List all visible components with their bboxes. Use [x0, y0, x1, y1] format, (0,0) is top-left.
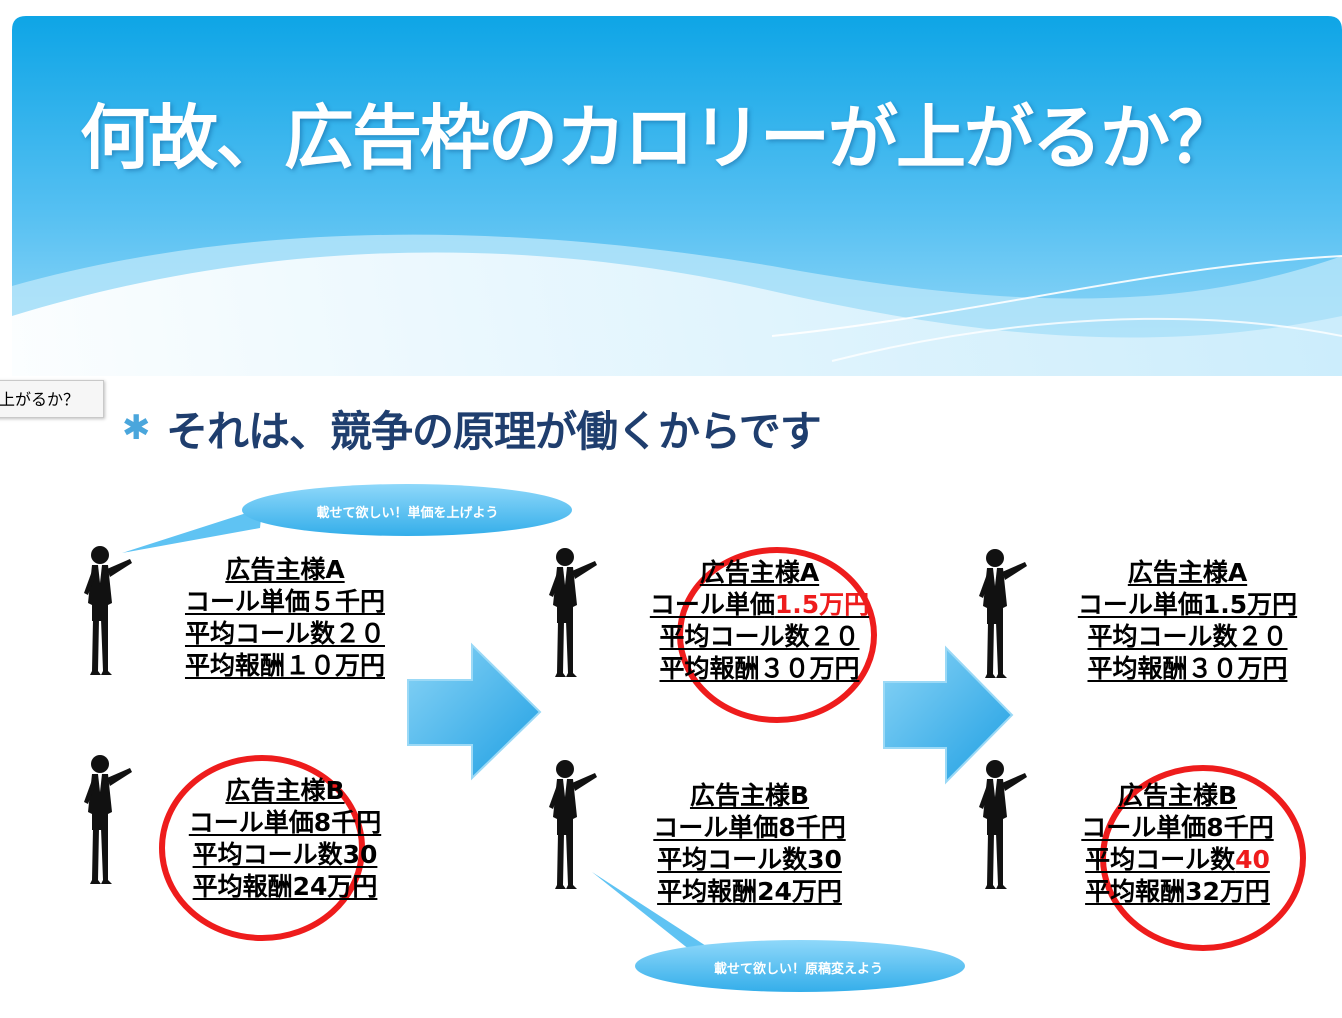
- advertiser-a-stage1: 広告主様A コール単価５千円 平均コール数２０ 平均報酬１０万円: [165, 554, 405, 682]
- banner-wave-white: [12, 252, 1342, 376]
- advertiser-name: 広告主様B: [225, 776, 345, 805]
- arrow-right-icon: [407, 642, 542, 781]
- advertiser-name: 広告主様B: [689, 781, 810, 810]
- bullet-text: それは、競争の原理が働くからです: [166, 407, 822, 456]
- banner-wave-line-1: [771, 255, 1342, 337]
- person-icon: [84, 755, 132, 884]
- speech-bubble-top: [122, 484, 572, 553]
- average-call-count: 平均コール数２０: [184, 619, 385, 648]
- advertiser-b-stage2: 広告主様B コール単価8千円 平均コール数30 平均報酬24万円: [632, 780, 867, 908]
- arrow-right-icon: [883, 645, 1014, 785]
- slide-title: 何故、広告枠のカロリーが上がるか？: [80, 96, 1238, 179]
- highlight-circle: [159, 755, 365, 941]
- call-unit-price: コール単価1.5万円: [632, 589, 887, 621]
- call-unit-price: コール単価1.5万円: [1077, 590, 1298, 619]
- advertiser-name: 広告主様B: [1117, 781, 1238, 810]
- advertiser-name: 広告主様A: [225, 555, 345, 584]
- average-call-count: 平均コール数30: [192, 840, 378, 869]
- call-unit-price: コール単価8千円: [1081, 813, 1274, 842]
- person-icon: [549, 760, 597, 889]
- banner-wave-line-2: [831, 317, 1342, 362]
- advertiser-name: 広告主様A: [1127, 558, 1248, 587]
- person-icon: [979, 760, 1027, 889]
- person-icon: [84, 546, 132, 675]
- average-reward: 平均報酬32万円: [1085, 877, 1270, 906]
- asterisk-bullet-icon: ✱: [122, 408, 151, 448]
- average-call-count-label: 平均コール数: [1085, 845, 1236, 874]
- highlight-circle: [1100, 765, 1306, 951]
- speech-bubble-bottom: [592, 872, 965, 992]
- average-reward: 平均報酬１０万円: [184, 651, 385, 680]
- average-reward: 平均報酬３０万円: [1087, 654, 1288, 683]
- average-call-count: 平均コール数２０: [1087, 622, 1288, 651]
- advertiser-b-stage1: 広告主様B コール単価8千円 平均コール数30 平均報酬24万円: [165, 775, 405, 903]
- call-unit-price: コール単価8千円: [188, 808, 382, 837]
- advertiser-name: 広告主様A: [699, 558, 820, 587]
- advertiser-a-stage2: 広告主様A コール単価1.5万円 平均コール数２０ 平均報酬３０万円: [632, 557, 887, 685]
- average-call-count: 平均コール数40: [1060, 844, 1295, 876]
- average-call-count: 平均コール数２０: [659, 622, 860, 651]
- call-unit-price-label: コール単価: [649, 590, 775, 619]
- advertiser-b-stage3: 広告主様B コール単価8千円 平均コール数40 平均報酬32万円: [1060, 780, 1295, 908]
- speech-bubble-top-text: 載せて欲しい！単価を上げよう: [316, 506, 499, 521]
- highlight-circle: [677, 547, 877, 723]
- average-reward: 平均報酬24万円: [657, 877, 842, 906]
- tooltip: 上がるか？: [0, 380, 104, 418]
- average-reward: 平均報酬３０万円: [659, 654, 860, 683]
- call-unit-price-value: 1.5万円: [774, 590, 870, 619]
- average-call-count: 平均コール数30: [657, 845, 842, 874]
- advertiser-a-stage3: 広告主様A コール単価1.5万円 平均コール数２０ 平均報酬３０万円: [1060, 557, 1315, 685]
- header-banner: [12, 16, 1342, 376]
- average-call-count-value: 40: [1235, 845, 1270, 874]
- speech-bubble-bottom-text: 載せて欲しい！原稿変えよう: [713, 962, 883, 977]
- call-unit-price: コール単価５千円: [184, 587, 385, 616]
- person-icon: [979, 549, 1027, 678]
- person-icon: [549, 548, 597, 677]
- average-reward: 平均報酬24万円: [192, 872, 378, 901]
- call-unit-price: コール単価8千円: [653, 813, 846, 842]
